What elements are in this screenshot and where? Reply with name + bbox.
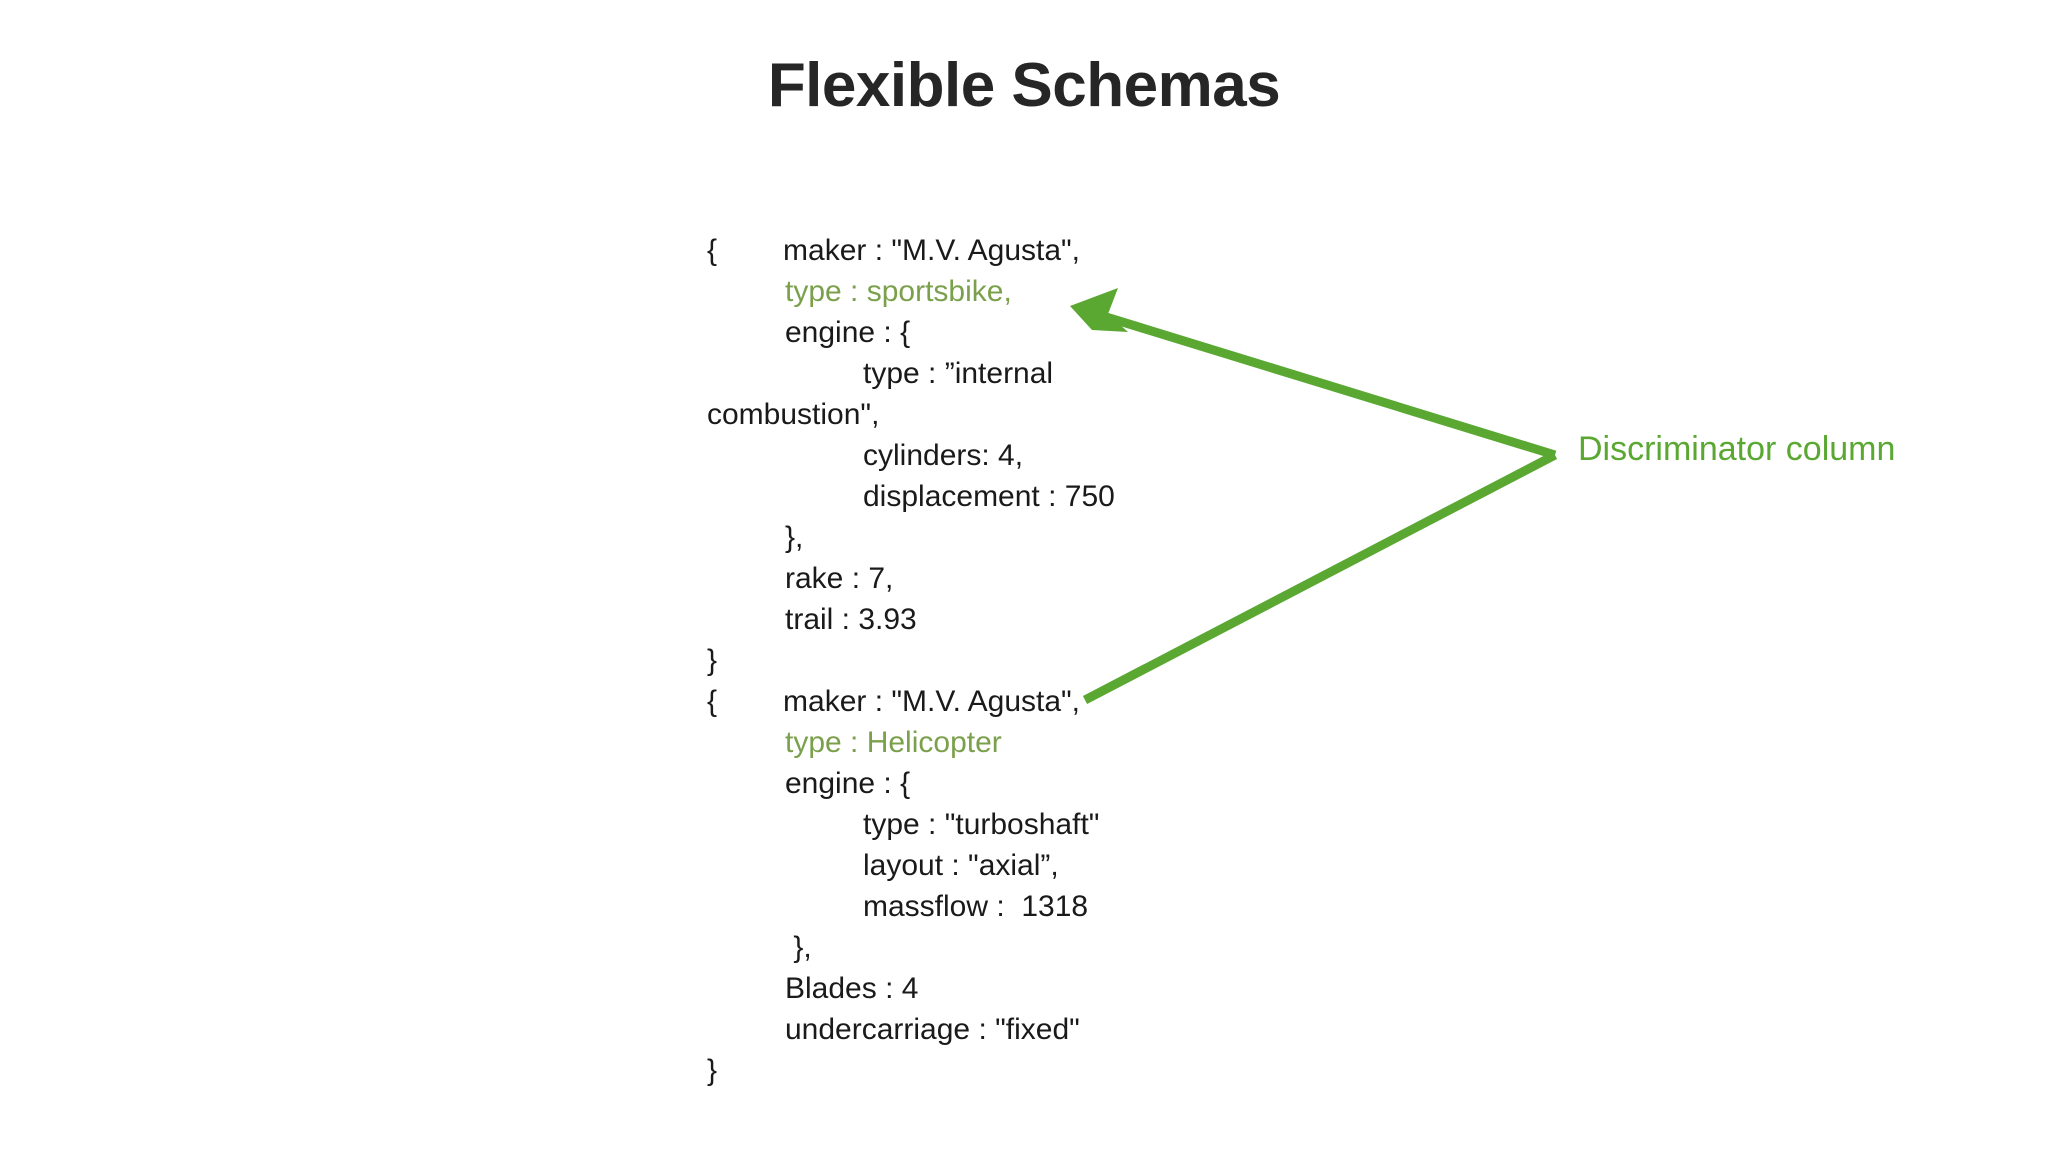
annotation-label-discriminator-column: Discriminator column [1578, 430, 1896, 468]
page-title: Flexible Schemas [767, 51, 1281, 120]
code-line: cylinders: 4, [863, 439, 1024, 472]
code-line: Blades : 4 [785, 972, 919, 1005]
json-code-block: { maker : "M.V. Agusta", type : sportsbike… [707, 230, 1607, 1091]
code-line: type : "turboshaft" [863, 808, 1100, 841]
code-line: combustion", [707, 398, 880, 431]
code-line: rake : 7, [785, 562, 894, 595]
code-line: trail : 3.93 [785, 603, 917, 636]
code-line: } [707, 1054, 718, 1087]
code-line: }, [785, 521, 804, 554]
code-token: { [707, 685, 718, 718]
code-line: engine : { [785, 316, 911, 349]
code-line: undercarriage : "fixed" [785, 1013, 1080, 1046]
code-line: displacement : 750 [863, 480, 1115, 513]
code-line: type : sportsbike, [785, 275, 1012, 308]
code-line: } [707, 644, 718, 677]
code-token: maker : "M.V. Agusta", [783, 234, 1081, 267]
code-line: type : ”internal [863, 357, 1054, 390]
code-token: maker : "M.V. Agusta", [783, 685, 1081, 718]
code-token: { [707, 234, 718, 267]
code-line: }, [785, 931, 812, 964]
code-line: layout : "axial”, [863, 849, 1059, 882]
code-line: { maker : "M.V. Agusta", [707, 230, 1607, 271]
code-line: { maker : "M.V. Agusta", [707, 681, 1607, 722]
code-line: type : Helicopter [785, 726, 1002, 759]
code-line: engine : { [785, 767, 911, 800]
code-line: massflow : 1318 [863, 890, 1089, 923]
